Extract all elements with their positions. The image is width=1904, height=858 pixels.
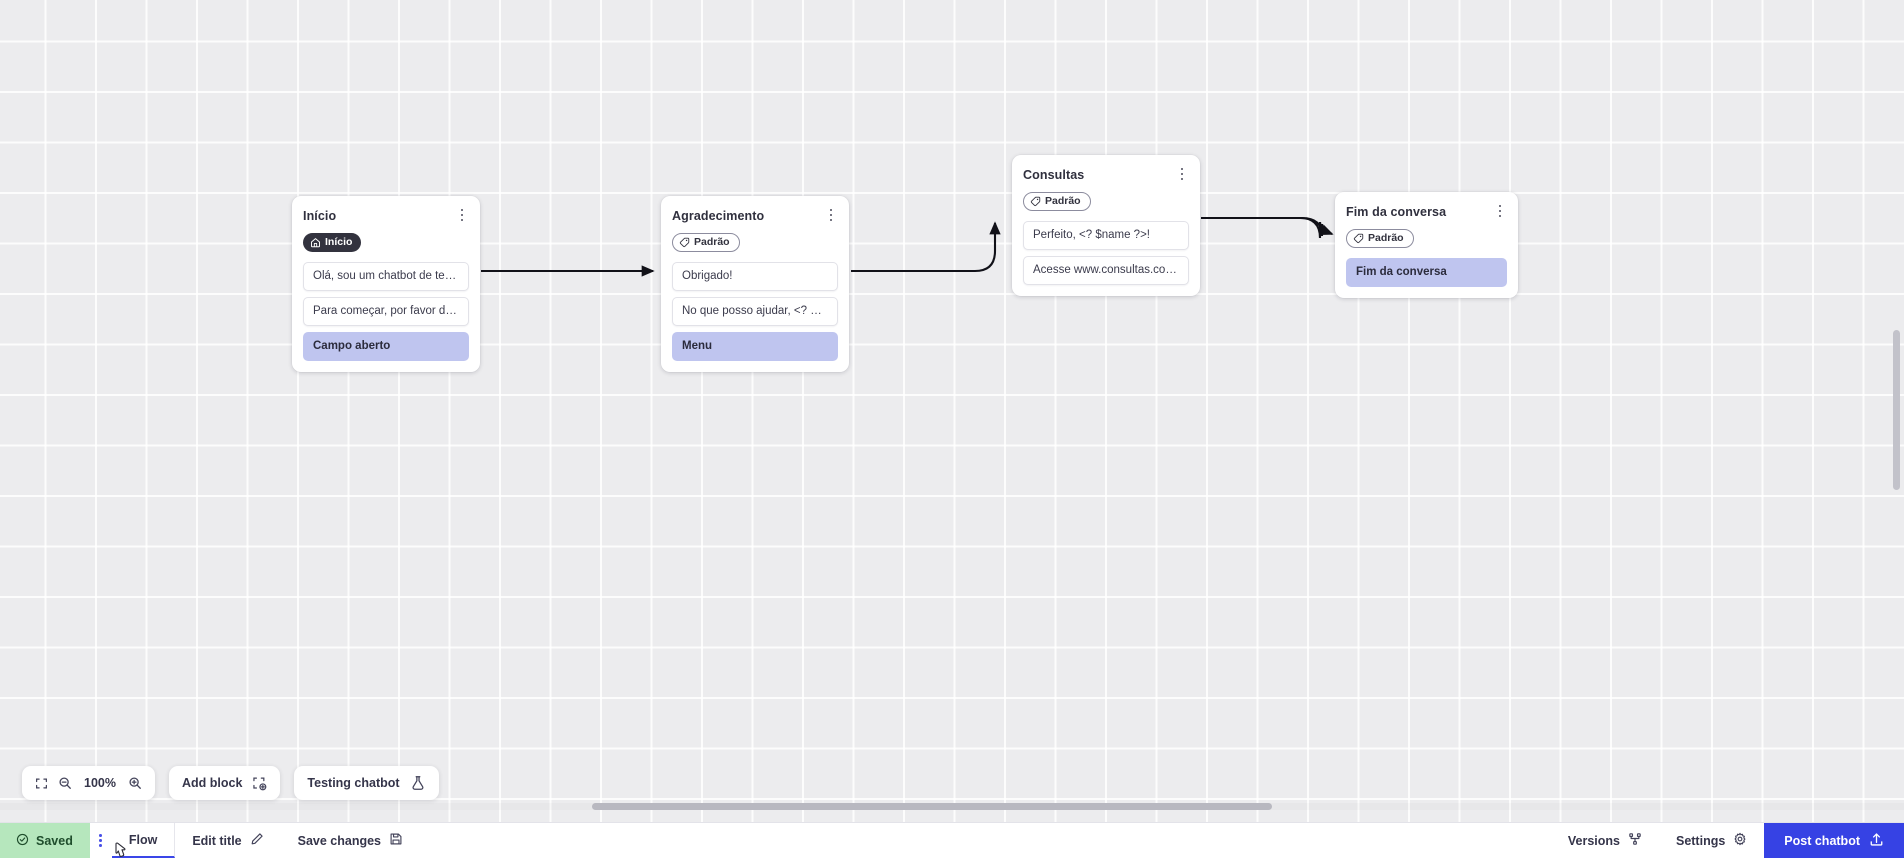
tab-flow-label: Flow xyxy=(128,832,158,847)
node-header: Início xyxy=(303,208,469,224)
node-row-accent[interactable]: Menu xyxy=(672,331,838,361)
node-badge-label: Início xyxy=(325,236,353,248)
node-title: Consultas xyxy=(1023,168,1085,182)
upload-icon xyxy=(1869,832,1884,850)
versions-button[interactable]: Versions xyxy=(1551,823,1659,858)
flow-canvas[interactable]: Início Início Olá, sou um chatbot de tes… xyxy=(0,0,1904,822)
horizontal-scrollbar-thumb[interactable] xyxy=(592,803,1272,810)
node-badge-inicio[interactable]: Início xyxy=(303,233,362,253)
status-bar-right: Versions Settings xyxy=(1551,823,1904,858)
gear-icon xyxy=(1733,832,1747,849)
zoom-level: 100% xyxy=(84,776,116,790)
node-row[interactable]: Obrigado! xyxy=(672,262,838,291)
node-badge-label: Padrão xyxy=(694,236,730,248)
node-title: Fim da conversa xyxy=(1346,205,1447,219)
saved-label: Saved xyxy=(36,833,73,848)
zoom-in-icon[interactable] xyxy=(128,776,142,790)
floppy-disk-icon xyxy=(389,832,403,849)
node-row[interactable]: Acesse www.consultas.com par... xyxy=(1023,256,1189,285)
node-badge-row: Início xyxy=(303,233,469,253)
settings-label: Settings xyxy=(1675,833,1726,848)
tag-icon xyxy=(1353,233,1364,244)
node-rows: Fim da conversa xyxy=(1346,258,1507,287)
node-menu-icon[interactable] xyxy=(455,206,469,224)
node-row-accent[interactable]: Fim da conversa xyxy=(1346,258,1507,287)
check-circle-icon xyxy=(16,833,29,849)
node-menu-icon[interactable] xyxy=(1493,202,1507,220)
branch-icon xyxy=(1628,832,1642,849)
edge-agradecimento-consultas xyxy=(851,221,1001,273)
node-header: Consultas xyxy=(1023,167,1189,183)
add-block-label: Add block xyxy=(182,776,243,790)
tab-flow[interactable]: Flow xyxy=(111,823,176,858)
node-header: Fim da conversa xyxy=(1346,204,1507,220)
node-badge-row: Padrão xyxy=(1346,229,1507,249)
node-badge-padrao[interactable]: Padrão xyxy=(672,233,740,253)
post-chatbot-label: Post chatbot xyxy=(1784,833,1860,848)
edit-title-button[interactable]: Edit title xyxy=(175,823,280,858)
node-badge-padrao[interactable]: Padrão xyxy=(1346,229,1414,249)
flask-icon xyxy=(410,775,426,791)
settings-button[interactable]: Settings xyxy=(1659,823,1764,858)
node-rows: Olá, sou um chatbot de teste! Para começ… xyxy=(303,262,469,361)
node-menu-icon[interactable] xyxy=(1175,165,1189,183)
flow-node-inicio[interactable]: Início Início Olá, sou um chatbot de tes… xyxy=(292,196,480,372)
post-chatbot-button[interactable]: Post chatbot xyxy=(1764,823,1904,858)
node-badge-row: Padrão xyxy=(672,233,838,253)
flow-node-consultas[interactable]: Consultas Padrão Perfeito, <? $name ?>! … xyxy=(1012,155,1200,296)
saved-status-badge: Saved xyxy=(0,823,90,858)
testing-chatbot-label: Testing chatbot xyxy=(307,776,400,790)
node-row-accent[interactable]: Campo aberto xyxy=(303,331,469,361)
status-bar-left: Saved Flow Edit title Save changes xyxy=(0,823,420,858)
node-rows: Obrigado! No que posso ajudar, <? $name … xyxy=(672,262,838,361)
node-badge-padrao[interactable]: Padrão xyxy=(1023,192,1091,212)
edge-consultas-fim xyxy=(1201,216,1328,239)
pencil-icon xyxy=(250,832,264,849)
zoom-out-icon[interactable] xyxy=(58,776,72,790)
flow-node-agradecimento[interactable]: Agradecimento Padrão Obrigado! No que po… xyxy=(661,196,849,372)
canvas-toolbar: 100% Add block Testing xyxy=(22,766,439,800)
node-title: Início xyxy=(303,209,337,223)
node-title: Agradecimento xyxy=(672,209,765,223)
connector-edges xyxy=(481,216,1334,277)
node-menu-icon[interactable] xyxy=(824,206,838,224)
save-changes-label: Save changes xyxy=(297,833,382,848)
testing-chatbot-button[interactable]: Testing chatbot xyxy=(294,766,439,800)
fit-screen-icon[interactable] xyxy=(35,777,48,790)
zoom-controls: 100% xyxy=(22,766,155,800)
save-changes-button[interactable]: Save changes xyxy=(281,823,420,858)
node-rows: Perfeito, <? $name ?>! Acesse www.consul… xyxy=(1023,221,1189,285)
versions-label: Versions xyxy=(1567,833,1620,848)
tag-icon xyxy=(679,237,690,248)
bottom-status-bar: Saved Flow Edit title Save changes xyxy=(0,822,1904,858)
flow-node-fim-da-conversa[interactable]: Fim da conversa Padrão Fim da conversa xyxy=(1335,192,1518,298)
add-block-icon xyxy=(252,776,267,791)
add-block-button[interactable]: Add block xyxy=(169,766,281,800)
node-row[interactable]: Para começar, por favor digite o ... xyxy=(303,297,469,326)
node-badge-row: Padrão xyxy=(1023,192,1189,212)
node-row[interactable]: No que posso ajudar, <? $name ... xyxy=(672,297,838,326)
edge-consultas-fim-tail xyxy=(1201,216,1334,237)
home-icon xyxy=(310,237,321,248)
node-header: Agradecimento xyxy=(672,208,838,224)
vertical-scrollbar-thumb[interactable] xyxy=(1893,330,1900,490)
node-badge-label: Padrão xyxy=(1368,232,1404,244)
node-row[interactable]: Perfeito, <? $name ?>! xyxy=(1023,221,1189,250)
node-row[interactable]: Olá, sou um chatbot de teste! xyxy=(303,262,469,291)
edit-title-label: Edit title xyxy=(192,833,242,848)
node-badge-label: Padrão xyxy=(1045,195,1081,207)
flow-options-menu-icon[interactable] xyxy=(90,823,112,858)
tag-icon xyxy=(1030,196,1041,207)
